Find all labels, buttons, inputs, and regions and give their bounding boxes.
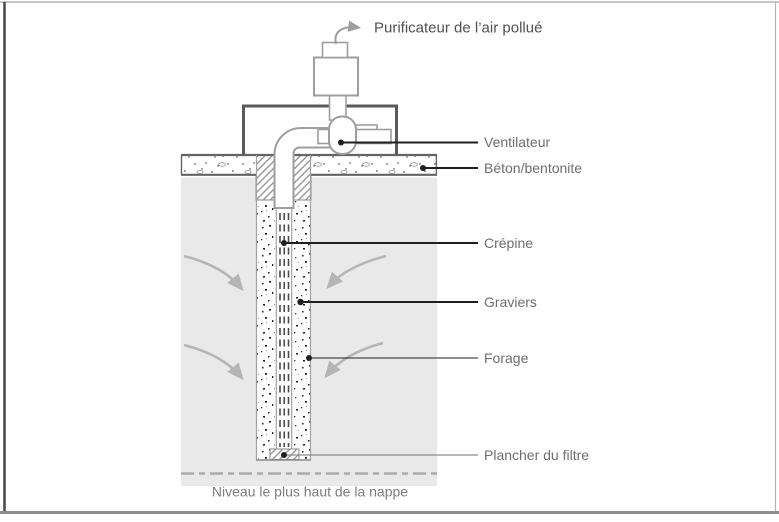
label-crepine: Crépine	[484, 235, 533, 251]
leader-lines	[281, 139, 478, 458]
airflow-arrow-upper-left	[183, 254, 244, 292]
airflow-arrows	[183, 254, 387, 381]
leader-dot-graviers	[297, 298, 304, 306]
airflow-arrow-lower-right	[324, 341, 384, 379]
borehole-seal-hatch-right	[293, 154, 312, 201]
leader-dot-crepine	[281, 240, 287, 246]
leader-dot-forage	[306, 355, 312, 361]
fan-capsule	[328, 115, 357, 155]
well-casing-elbow	[273, 127, 334, 209]
leader-dot-beton	[420, 165, 426, 171]
well-screen	[274, 205, 294, 450]
purifier-box	[313, 56, 359, 97]
label-graviers: Graviers	[484, 294, 537, 310]
leader-dot-plancher	[281, 452, 287, 458]
gravel-pack-left	[256, 200, 275, 460]
blower-frame	[242, 104, 398, 155]
leader-dot-ventilateur	[338, 139, 344, 146]
top-label: Purificateur de l’air pollué	[374, 20, 542, 37]
ground-surface-lines	[180, 153, 438, 176]
label-beton-bentonite: Béton/bentonite	[484, 160, 582, 176]
borehole-seal-hatch-left	[255, 154, 275, 201]
purifier-outlet-stub	[321, 41, 349, 59]
label-forage: Forage	[484, 350, 529, 366]
exhaust-arrow-icon	[334, 20, 362, 45]
gravel-pack-right	[293, 200, 311, 460]
concrete-layer-left	[181, 155, 256, 175]
label-ventilateur: Ventilateur	[484, 134, 550, 150]
airflow-arrow-upper-right	[326, 254, 387, 290]
airflow-arrow-lower-left	[183, 343, 244, 381]
label-plancher-du-filtre: Plancher du filtre	[484, 447, 589, 463]
concrete-layer-right	[311, 155, 437, 175]
water-table-label: Niveau le plus haut de la nappe	[212, 484, 408, 500]
